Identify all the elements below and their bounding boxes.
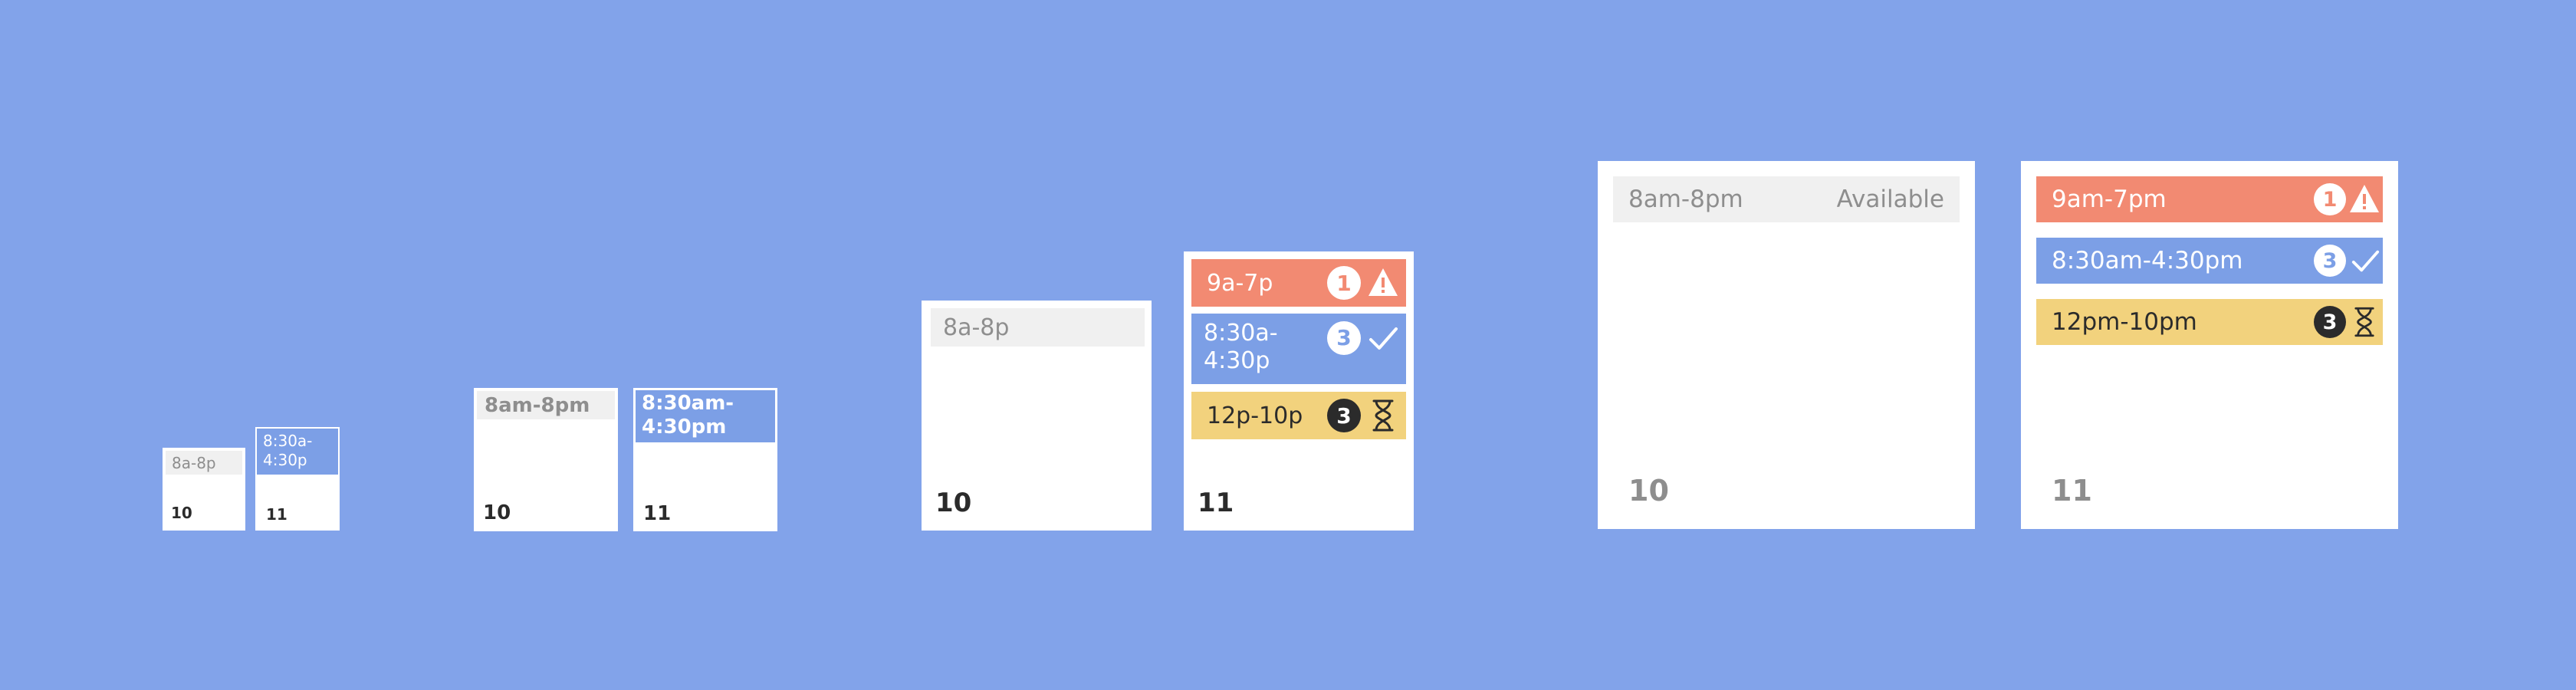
warning-triangle-icon [1368, 268, 1398, 296]
day-cell-11-large[interactable]: 9am-7pm 1 8:30am-4:30pm 3 12pm-10pm 3 11 [2021, 161, 2398, 529]
day-number-11: 11 [643, 502, 672, 525]
day-cell-10-medium[interactable]: 8a-8p 10 [922, 301, 1152, 531]
day-cell-10-large[interactable]: 8am-8pm Available 10 [1598, 161, 1975, 529]
availability-block[interactable]: 8a-8p [931, 308, 1145, 347]
pending-count-badge: 3 [2314, 306, 2346, 338]
day-cell-10-tiny[interactable]: 8a-8p 10 [163, 448, 245, 531]
availability-block[interactable]: 8am-8pm Available [1613, 176, 1960, 222]
shift-time: 12p-10p [1207, 402, 1303, 429]
day-cell-11-medium[interactable]: 9a-7p 1 8:30a- 4:30p 3 12p-10p 3 11 [1184, 251, 1414, 531]
checkmark-icon [2351, 250, 2380, 272]
availability-status: Available [1836, 186, 1944, 213]
shift-block-conflict[interactable]: 9am-7pm 1 [2036, 176, 2383, 222]
shift-block[interactable]: 8:30a- 4:30p [257, 429, 338, 475]
day-cell-11-small[interactable]: 8:30am- 4:30pm 11 [633, 388, 777, 531]
confirmed-count-badge: 3 [2314, 245, 2346, 277]
day-number-10: 10 [171, 504, 192, 522]
day-number-10: 10 [483, 501, 511, 524]
pending-count-badge: 3 [1327, 399, 1361, 432]
shift-time: 8:30am- 4:30pm [642, 392, 734, 439]
day-cell-11-tiny[interactable]: 8:30a- 4:30p 11 [255, 427, 340, 531]
shift-block-conflict[interactable]: 9a-7p 1 [1191, 259, 1406, 307]
shift-block-confirmed[interactable]: 8:30a- 4:30p 3 [1191, 314, 1406, 384]
shift-time: 8:30a- 4:30p [1204, 320, 1278, 374]
conflict-count-badge: 1 [1327, 266, 1361, 300]
availability-block[interactable]: 8a-8p [166, 451, 242, 475]
hourglass-icon [1372, 399, 1394, 432]
hourglass-icon [2354, 307, 2374, 337]
shift-block-pending[interactable]: 12pm-10pm 3 [2036, 299, 2383, 345]
confirmed-count-badge: 3 [1327, 321, 1361, 355]
day-number-11: 11 [1198, 488, 1234, 518]
day-cell-10-small[interactable]: 8am-8pm 10 [474, 388, 618, 531]
availability-time: 8am-8pm [1628, 186, 1743, 213]
checkmark-icon [1369, 327, 1398, 350]
availability-time: 8a-8p [172, 453, 216, 472]
shift-block[interactable]: 8:30am- 4:30pm [636, 390, 775, 442]
day-number-10: 10 [1628, 474, 1669, 508]
day-number-11: 11 [2052, 474, 2092, 508]
day-number-10: 10 [935, 488, 972, 518]
shift-time: 12pm-10pm [2052, 308, 2197, 336]
availability-time: 8am-8pm [485, 393, 590, 417]
shift-time: 8:30a- 4:30p [263, 432, 313, 469]
shift-time: 9am-7pm [2052, 186, 2167, 213]
day-number-11: 11 [266, 505, 288, 524]
shift-block-confirmed[interactable]: 8:30am-4:30pm 3 [2036, 238, 2383, 284]
shift-block-pending[interactable]: 12p-10p 3 [1191, 392, 1406, 439]
warning-triangle-icon [2350, 185, 2379, 212]
conflict-count-badge: 1 [2314, 183, 2346, 215]
shift-time: 8:30am-4:30pm [2052, 247, 2243, 274]
availability-block[interactable]: 8am-8pm [477, 391, 615, 419]
availability-time: 8a-8p [943, 314, 1010, 341]
shift-time: 9a-7p [1207, 269, 1273, 297]
